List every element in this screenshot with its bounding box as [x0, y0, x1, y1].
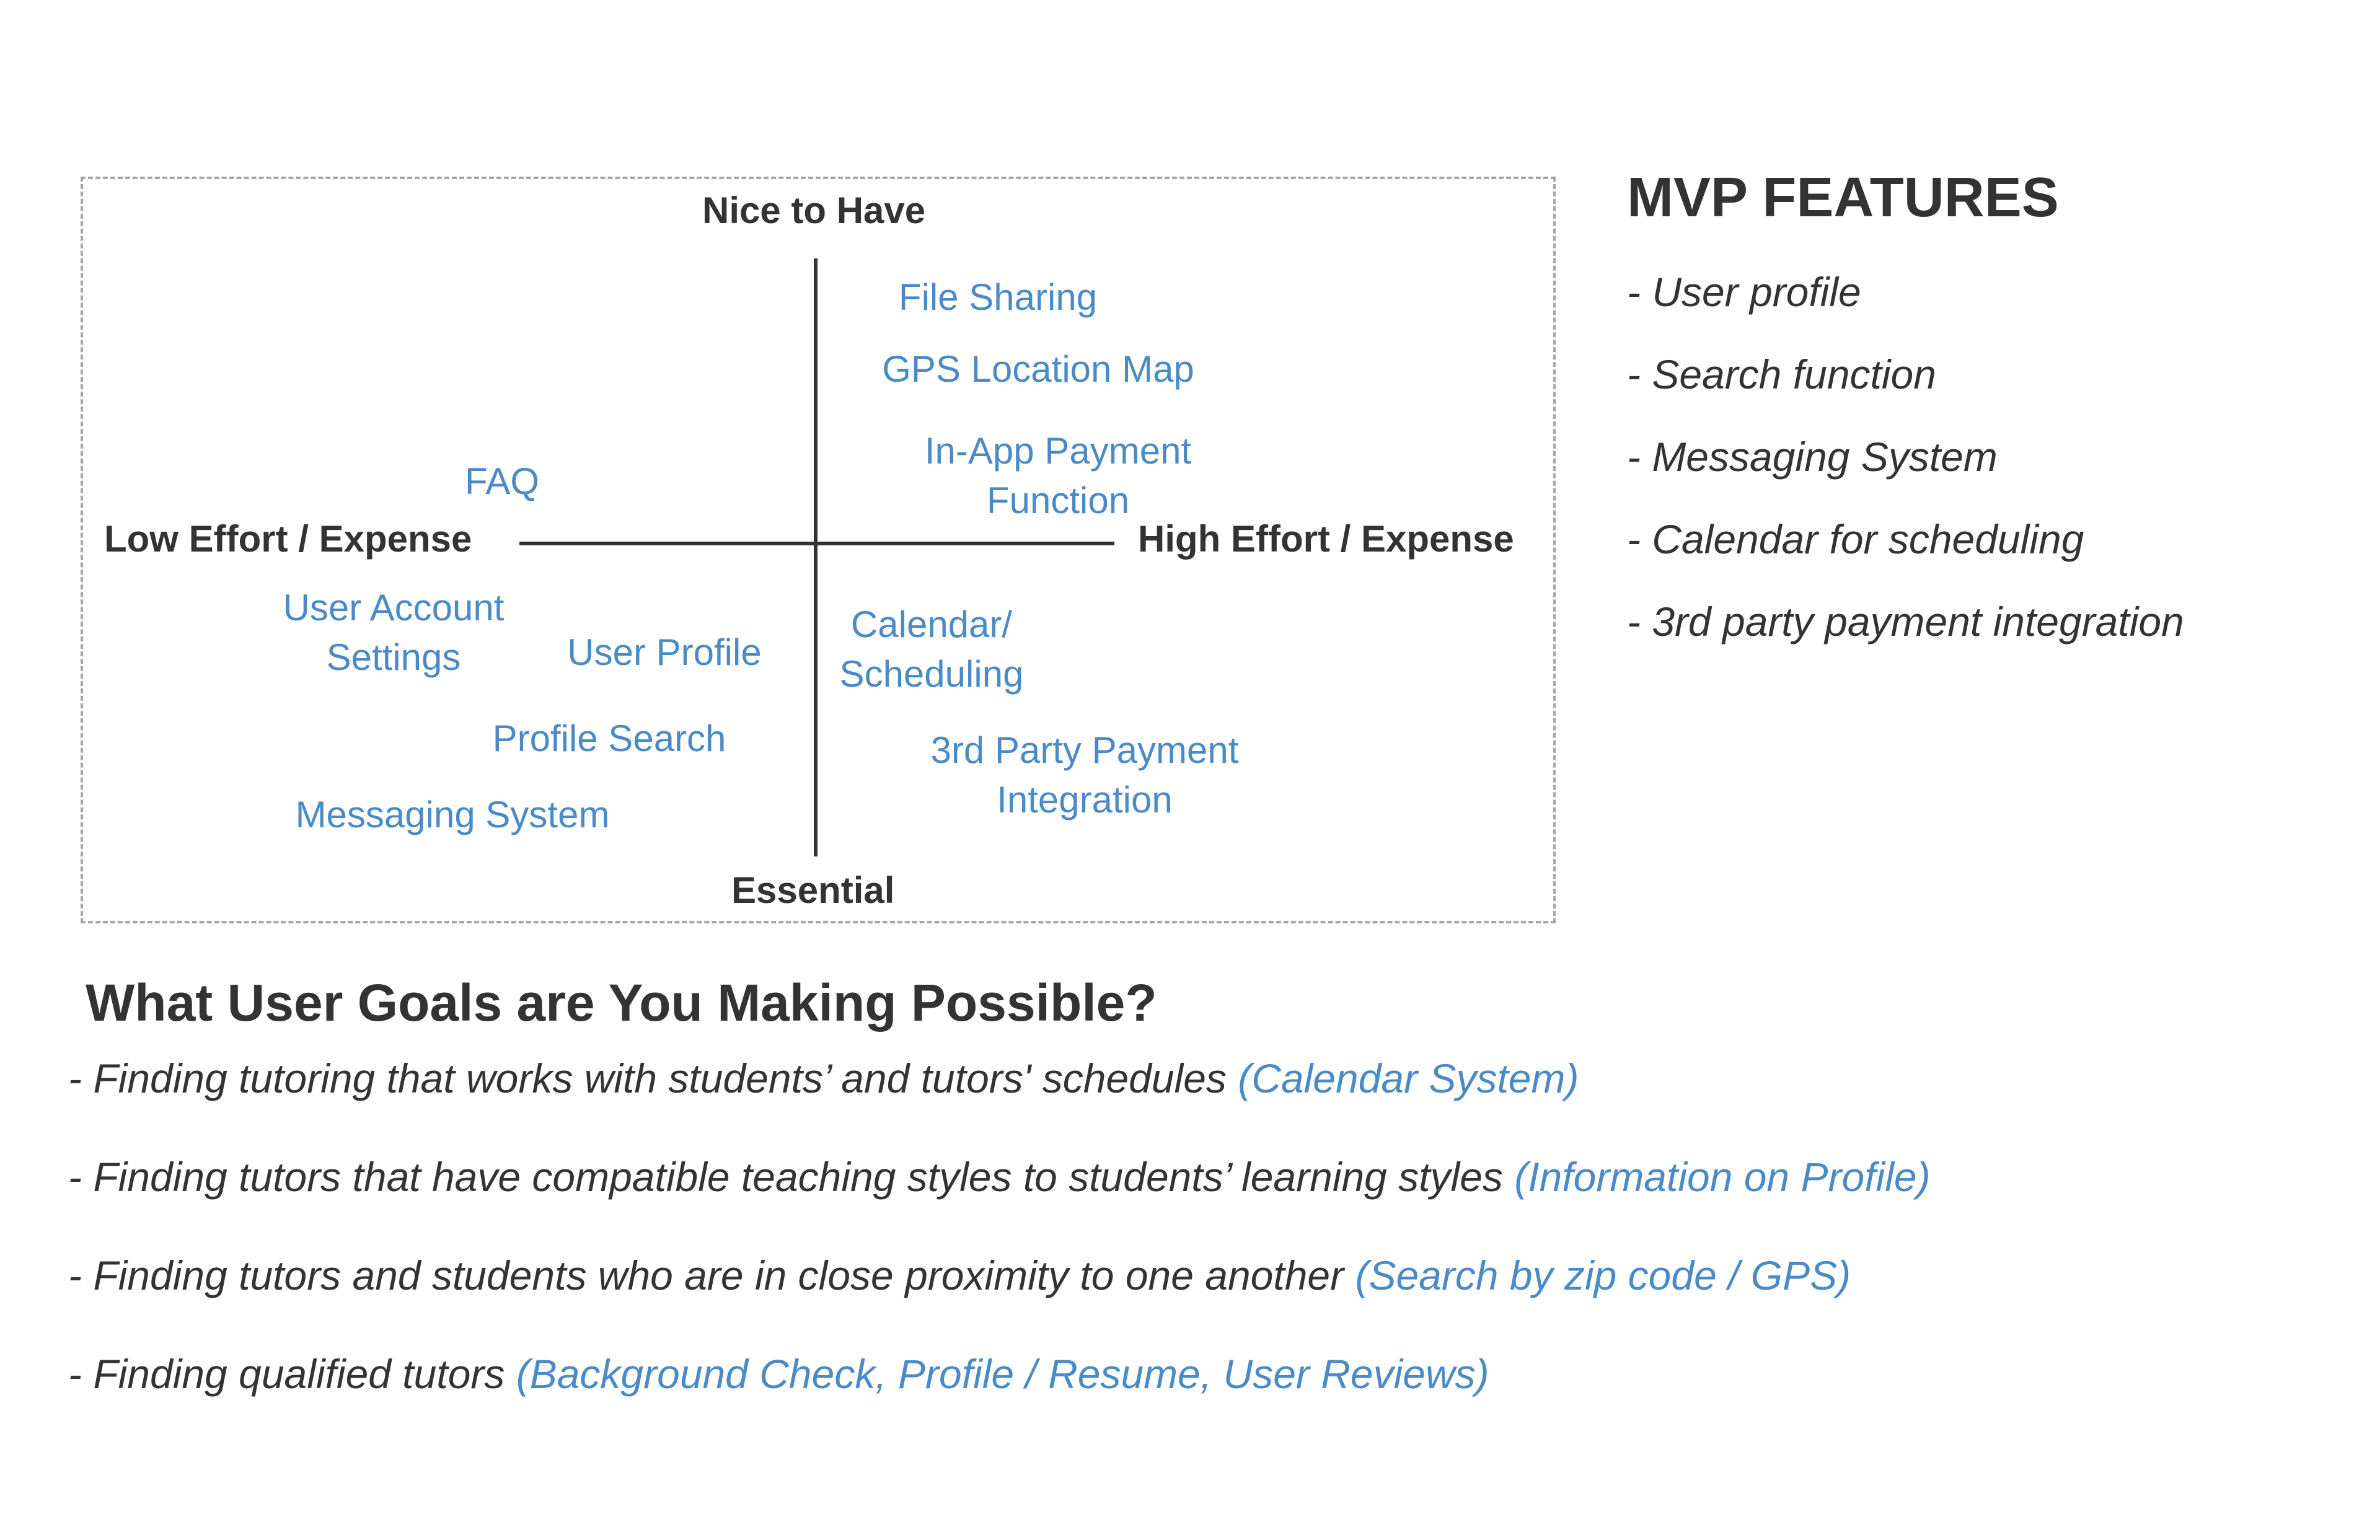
feature-faq: FAQ [465, 457, 539, 506]
mvp-item: - Search function [1627, 351, 1936, 397]
feature-label-line2: Integration [997, 779, 1173, 821]
goal-feature-note: (Calendar System) [1238, 1055, 1579, 1101]
goal-feature-note: (Background Check, Profile / Resume, Use… [516, 1351, 1489, 1397]
axis-label-bottom: Essential [731, 869, 895, 911]
mvp-item: - Calendar for scheduling [1627, 516, 2084, 562]
feature-label: Profile Search [492, 718, 726, 759]
feature-label-line2: Function [986, 480, 1130, 521]
goal-item: - Finding qualified tutors (Background C… [68, 1343, 1931, 1441]
axis-label-right: High Effort / Expense [1138, 518, 1514, 560]
feature-profile-search: Profile Search [493, 714, 726, 763]
feature-messaging-system: Messaging System [296, 790, 610, 840]
feature-label-line1: Calendar/ [850, 604, 1013, 645]
mvp-features-list: - User profile - Search function - Messa… [1627, 251, 2184, 663]
feature-label-line1: 3rd Party Payment [930, 729, 1239, 771]
goal-item: - Finding tutoring that works with stude… [68, 1047, 1931, 1146]
axis-label-left: Low Effort / Expense [104, 518, 472, 560]
feature-user-profile: User Profile [567, 628, 761, 677]
goal-text: - Finding tutors that have compatible te… [68, 1154, 1515, 1200]
feature-gps-location-map: GPS Location Map [882, 345, 1194, 394]
axis-label-top: Nice to Have [702, 190, 926, 231]
feature-third-party-payment: 3rd Party Payment Integration [931, 726, 1239, 825]
priority-matrix-frame [81, 177, 1556, 923]
feature-label-line1: User Account [283, 587, 505, 628]
feature-label: User Profile [567, 631, 762, 673]
feature-user-account-settings: User Account Settings [283, 583, 505, 682]
vertical-axis-line [814, 258, 818, 856]
goal-feature-note: (Information on Profile) [1514, 1154, 1931, 1200]
mvp-features-title: MVP FEATURES [1627, 167, 2059, 229]
feature-label-line2: Scheduling [839, 653, 1024, 695]
mvp-item: - Messaging System [1627, 434, 1998, 480]
feature-label: File Sharing [898, 276, 1098, 318]
feature-calendar-scheduling: Calendar/ Scheduling [840, 600, 1024, 699]
horizontal-axis-line [519, 542, 1114, 545]
mvp-item: - User profile [1627, 269, 1861, 315]
user-goals-title: What User Goals are You Making Possible? [86, 974, 1157, 1032]
goal-text: - Finding tutors and students who are in… [68, 1252, 1355, 1298]
feature-file-sharing: File Sharing [899, 273, 1097, 322]
goal-text: - Finding qualified tutors [68, 1351, 516, 1397]
feature-label: GPS Location Map [882, 348, 1194, 390]
goal-text: - Finding tutoring that works with stude… [68, 1055, 1238, 1101]
feature-label-line2: Settings [326, 636, 461, 678]
feature-in-app-payment: In-App Payment Function [925, 426, 1191, 526]
goal-item: - Finding tutors and students who are in… [68, 1244, 1931, 1343]
mvp-item: - 3rd party payment integration [1627, 599, 2184, 645]
feature-label: Messaging System [295, 794, 610, 835]
goal-item: - Finding tutors that have compatible te… [68, 1146, 1931, 1244]
user-goals-list: - Finding tutoring that works with stude… [68, 1047, 1931, 1441]
feature-label: FAQ [464, 460, 540, 502]
goal-feature-note: (Search by zip code / GPS) [1355, 1252, 1851, 1298]
feature-label-line1: In-App Payment [924, 430, 1192, 472]
